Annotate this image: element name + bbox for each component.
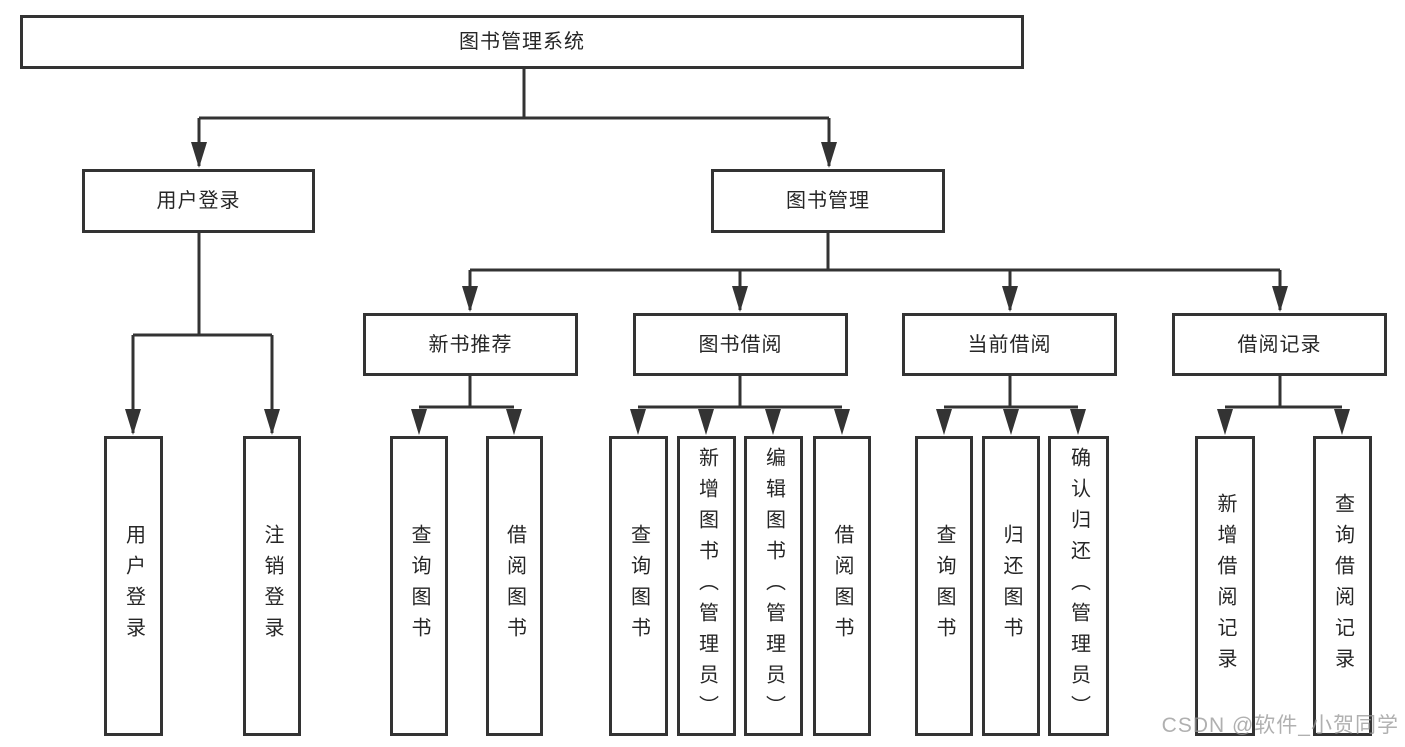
- connector-borrow-records: [1225, 376, 1342, 409]
- connector-book-management: [468, 233, 1282, 310]
- leaf-borrow-add-book-admin: 新增图书（管理员）: [677, 436, 736, 736]
- connector-root: [197, 69, 831, 166]
- node-new-book-recommend: 新书推荐: [363, 313, 578, 376]
- node-current-borrow: 当前借阅: [902, 313, 1117, 376]
- connector-current-borrow: [944, 376, 1078, 409]
- leaf-records-query-borrow-record: 查询借阅记录: [1313, 436, 1372, 736]
- node-user-login: 用户登录: [82, 169, 315, 233]
- leaf-records-add-borrow-record: 新增借阅记录: [1195, 436, 1255, 736]
- node-book-management: 图书管理: [711, 169, 945, 233]
- leaf-borrow-borrow-book: 借阅图书: [813, 436, 871, 736]
- leaf-recommend-borrow-book: 借阅图书: [486, 436, 543, 736]
- connector-book-borrow: [638, 376, 842, 409]
- leaf-recommend-query-book: 查询图书: [390, 436, 448, 736]
- node-borrow-records: 借阅记录: [1172, 313, 1387, 376]
- node-root-system: 图书管理系统: [20, 15, 1024, 69]
- leaf-borrow-edit-book-admin: 编辑图书（管理员）: [744, 436, 803, 736]
- connector-new-book: [419, 376, 514, 409]
- leaf-user-login: 用户登录: [104, 436, 163, 736]
- leaf-logout-login: 注销登录: [243, 436, 301, 736]
- node-book-borrow: 图书借阅: [633, 313, 848, 376]
- leaf-current-confirm-return-admin: 确认归还（管理员）: [1048, 436, 1109, 736]
- leaf-current-return-book: 归还图书: [982, 436, 1040, 736]
- leaf-current-query-book: 查询图书: [915, 436, 973, 736]
- watermark-text: CSDN @软件_小贺同学: [1161, 714, 1399, 737]
- connector-user-login: [131, 233, 274, 433]
- leaf-borrow-query-book: 查询图书: [609, 436, 668, 736]
